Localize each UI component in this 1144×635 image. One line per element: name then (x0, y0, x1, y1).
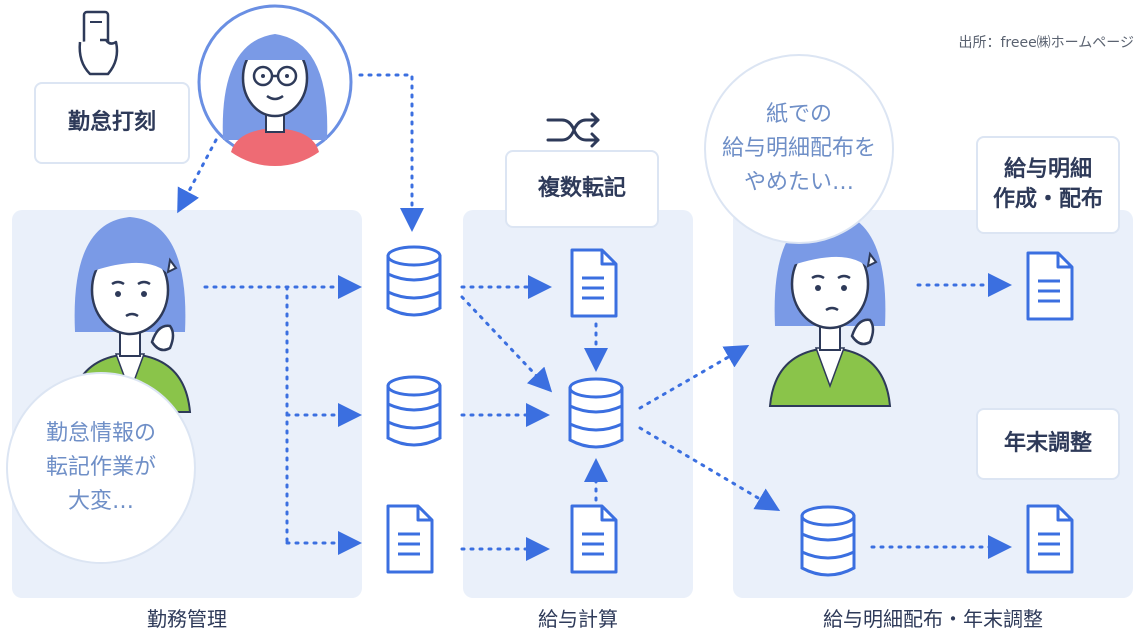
paper-payslip-bubble: 紙での 給与明細配布を やめたい… (704, 54, 894, 244)
work-management-section-label: 勤務管理 (147, 607, 227, 631)
multiple-transcription-label: 複数転記 (505, 150, 659, 228)
database-icon-attendance (386, 245, 442, 317)
source-credit: 出所：freee㈱ホームページ (958, 35, 1134, 51)
document-icon-payroll-input (570, 248, 618, 318)
document-icon-year-end (1026, 504, 1074, 574)
payslip-year-end-section-label: 給与明細配布・年末調整 (823, 607, 1043, 631)
document-icon-payslip (1026, 251, 1074, 321)
attendance-transcription-bubble: 勤怠情報の 転記作業が 大変… (6, 372, 196, 564)
year-end-adjustment-label: 年末調整 (976, 408, 1120, 480)
document-icon-payroll-sheet (570, 504, 618, 574)
document-icon-work-record (386, 504, 434, 574)
database-icon-year-end (800, 505, 856, 577)
shuffle-icon (546, 112, 600, 148)
database-icon-hr (386, 375, 442, 447)
card-hand-icon (78, 10, 119, 76)
payroll-section-label: 給与計算 (538, 607, 618, 631)
payslip-create-distribute-label: 給与明細 作成・配布 (976, 136, 1120, 234)
database-icon-payroll (568, 377, 624, 449)
flow-arrows (177, 73, 1012, 561)
employee-avatar (197, 4, 353, 167)
attendance-stamp-label: 勤怠打刻 (34, 82, 190, 164)
